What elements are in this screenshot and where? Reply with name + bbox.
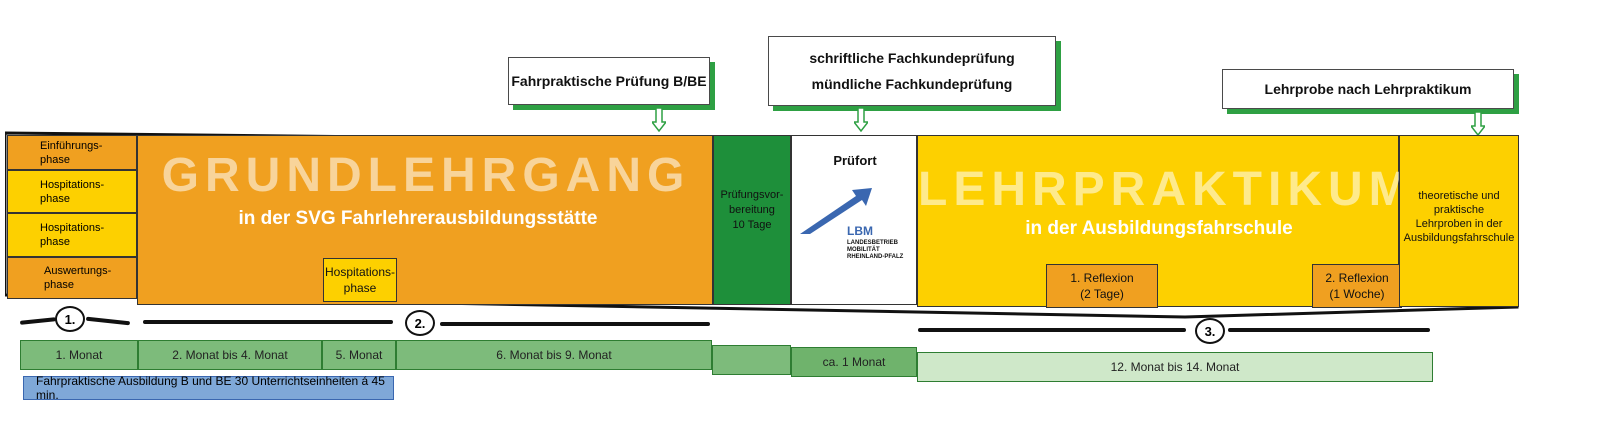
timeline-ca-1-monat: ca. 1 Monat [791,347,917,377]
callout-text: Lehrprobe nach Lehrpraktikum [1264,81,1472,97]
phase-hospitation-1: Hospitations- phase [7,170,137,213]
callout-fachkundepruefung: schriftliche Fachkundeprüfung mündliche … [768,36,1056,106]
lehrpraktikum-block: LEHRPRAKTIKUM in der Ausbildungsfahrschu… [917,135,1415,308]
grundlehrgang-block: GRUNDLEHRGANG in der SVG Fahrlehrerausbi… [137,135,713,305]
lehrpraktikum-title: LEHRPRAKTIKUM [918,163,1415,216]
timeline-monat-6-9: 6. Monat bis 9. Monat [396,340,712,370]
callout-text-muendlich: mündliche Fachkundeprüfung [811,76,1013,92]
note-fahrpraktische-ausbildung: Fahrpraktische Ausbildung B und BE 30 Un… [23,374,394,402]
pruefungsvorbereitung-block: Prüfungsvor- bereitung 10 Tage [713,135,791,305]
marker-3: 3. [1195,318,1225,344]
grundlehrgang-subtitle: in der SVG Fahrlehrerausbildungsstätte [238,208,598,229]
marker-line-2b [440,322,710,326]
pruefort-title: Prüfort [833,153,877,168]
timeline-monat-12-14: 12. Monat bis 14. Monat [917,352,1433,382]
arrow-down-icon [652,108,666,132]
timeline-monat-2-4: 2. Monat bis 4. Monat [138,340,322,370]
phase-hospitation-2: Hospitations- phase [7,213,137,257]
grundlehrgang-title: GRUNDLEHRGANG [161,149,691,202]
reflexion-1-box: 1. Reflexion (2 Tage) [1046,264,1158,308]
pruefort-block: Prüfort LBM LANDESBETRIEB MOBILITÄT RHEI… [791,135,917,305]
timeline-gap [712,345,791,375]
phase-auswertung: Auswertungs- phase [7,257,137,299]
arrow-down-icon [1471,112,1485,136]
lehrpraktikum-subtitle: in der Ausbildungsfahrschule [1025,218,1293,239]
timeline-monat-5: 5. Monat [322,340,396,370]
callout-lehrprobe: Lehrprobe nach Lehrpraktikum [1222,69,1514,109]
callout-text-schriftlich: schriftliche Fachkundeprüfung [809,50,1015,66]
reflexion-2-box: 2. Reflexion (1 Woche) [1312,264,1402,308]
timeline-monat-1: 1. Monat [20,340,138,370]
marker-1: 1. [55,306,85,332]
arrow-down-icon [854,108,868,132]
marker-2: 2. [405,310,435,336]
hospitation-box: Hospitations- phase [323,258,397,302]
lehrproben-block: theoretische und praktische Lehrproben i… [1399,135,1519,307]
lbm-logo-icon [800,188,872,234]
marker-line-3b [1228,328,1430,332]
callout-text: Fahrpraktische Prüfung B/BE [511,73,707,89]
lbm-logo-subtext: LANDESBETRIEB MOBILITÄT RHEINLAND-PFALZ [847,240,904,260]
phase-einfuehrung: Einführungs- phase [7,135,137,170]
lbm-logo-text: LBM [847,224,873,238]
main-band: Einführungs- phase Hospitations- phase H… [5,131,1575,320]
callout-fahrpraktische-pruefung: Fahrpraktische Prüfung B/BE [508,57,710,105]
marker-line-3a [918,328,1186,332]
marker-line-2a [143,320,393,324]
